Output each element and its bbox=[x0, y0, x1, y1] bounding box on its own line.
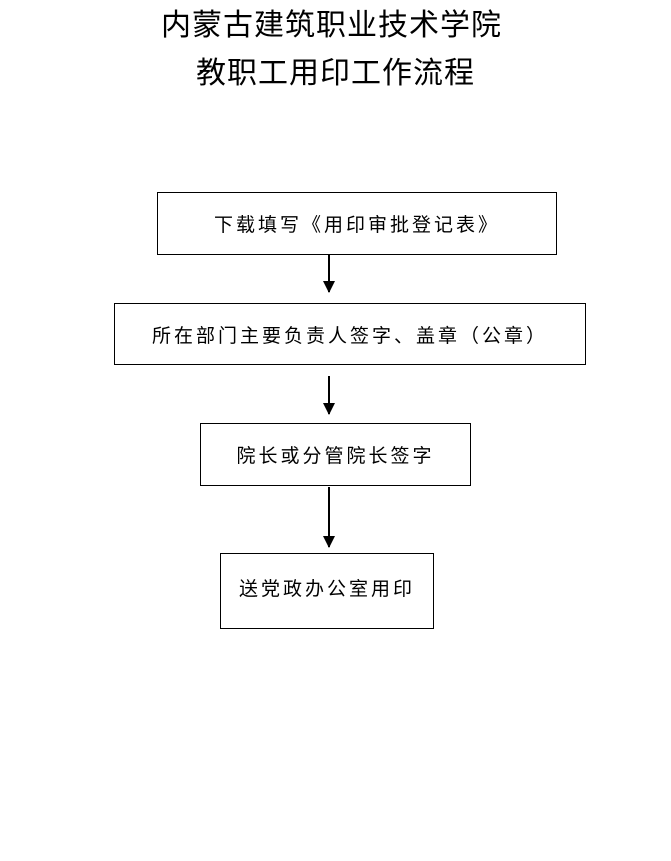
flow-step-office-seal: 送党政办公室用印 bbox=[220, 553, 434, 629]
flow-step-label: 院长或分管院长签字 bbox=[236, 445, 435, 467]
arrow-3-to-4 bbox=[323, 487, 335, 548]
document-subtitle: 教职工用印工作流程 bbox=[196, 56, 475, 91]
flow-step-label: 下载填写《用印审批登记表》 bbox=[213, 214, 500, 236]
arrow-1-to-2 bbox=[323, 255, 335, 293]
flow-step-label: 所在部门主要负责人签字、盖章（公章） bbox=[151, 324, 548, 347]
flow-step-label: 送党政办公室用印 bbox=[238, 578, 415, 600]
flow-step-download-form: 下载填写《用印审批登记表》 bbox=[157, 192, 557, 255]
flow-step-president-sign: 院长或分管院长签字 bbox=[200, 423, 471, 486]
flow-step-department-sign: 所在部门主要负责人签字、盖章（公章） bbox=[114, 303, 586, 365]
document-title: 内蒙古建筑职业技术学院 bbox=[161, 8, 502, 43]
arrow-2-to-3 bbox=[323, 376, 335, 415]
